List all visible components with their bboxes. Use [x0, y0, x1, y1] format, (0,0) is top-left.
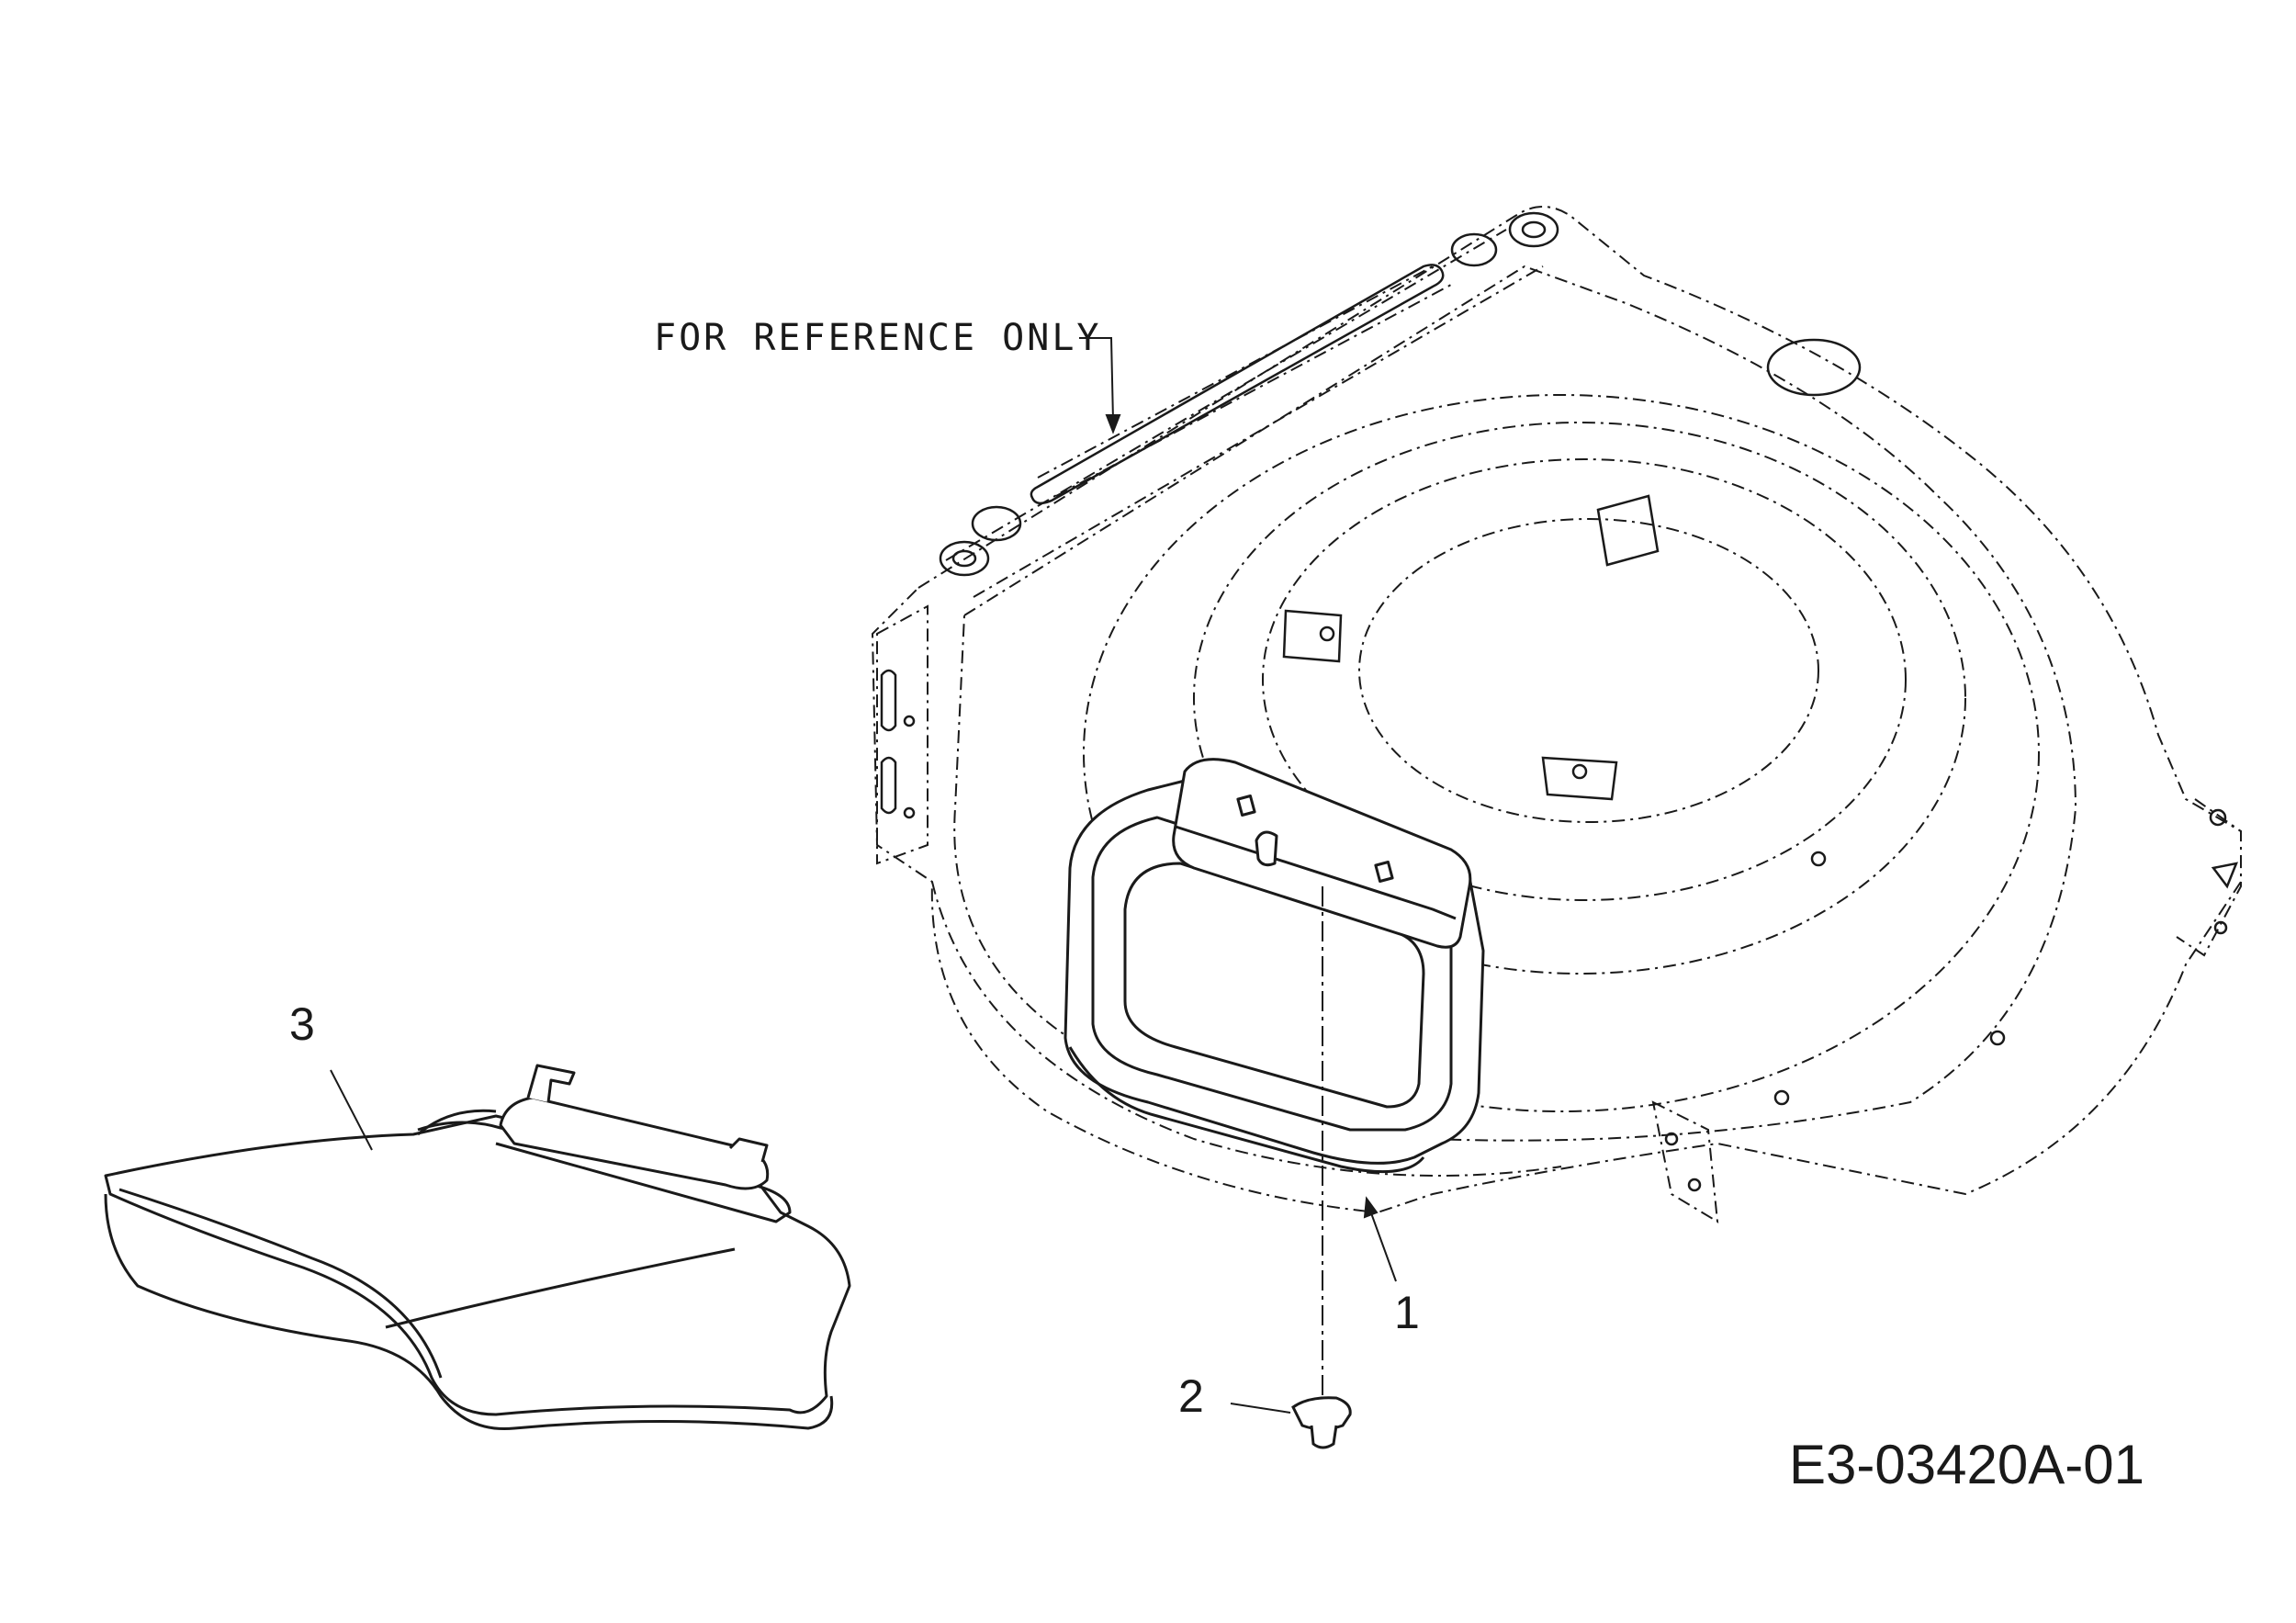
deck-right-arrow: [2213, 863, 2236, 886]
mulch-plug-opening: [1125, 863, 1424, 1107]
deck-ring-inner: [1263, 459, 1906, 900]
deck-inner-ridge: [954, 266, 2076, 1141]
deck-rear-bracket: [1653, 1102, 1717, 1222]
screw-shank: [1311, 1426, 1336, 1448]
deck-ring-middle: [1194, 423, 1965, 974]
deck-rail-slot: [1031, 265, 1443, 503]
discharge-chute-drawing: [106, 1065, 850, 1429]
mulch-plug-lip: [1070, 1047, 1424, 1172]
callout-3-leader: [331, 1070, 372, 1150]
motor-mount-ring: [1359, 519, 1818, 822]
mulch-plug-clip-1: [1238, 795, 1255, 815]
chute-fold-line: [386, 1249, 735, 1327]
mower-deck-reference: [872, 207, 2241, 1222]
motor-tab-top: [1598, 496, 1658, 565]
screw-drawing: [1293, 1398, 1350, 1448]
callout-1-leader: [1370, 1211, 1396, 1281]
deck-boss-top-1-inner: [1523, 222, 1545, 237]
leader-lines: [331, 338, 1396, 1413]
deck-ring-outer: [1084, 395, 2039, 1111]
callout-3: 3: [289, 998, 315, 1050]
reference-note-arrowhead: [1107, 415, 1120, 432]
deck-left-hole-2: [903, 806, 916, 819]
deck-rear-hole-2: [1687, 1178, 1702, 1192]
chute-rear-curve: [418, 1110, 496, 1134]
deck-boss-left-2-inner: [953, 551, 975, 566]
mulch-plug-clip-2: [1376, 862, 1392, 881]
motor-tab-bottom: [1543, 758, 1616, 799]
deck-boss-left-1: [973, 507, 1020, 540]
chute-hook-right: [730, 1139, 767, 1162]
deck-left-slot-2: [882, 758, 895, 813]
callout-1: 1: [1394, 1287, 1420, 1338]
reference-note: FOR REFERENCE ONLY: [654, 317, 1102, 359]
mulch-plug-latch: [1256, 832, 1277, 865]
screw-head: [1293, 1398, 1350, 1429]
deck-inner-hole: [1810, 851, 1827, 867]
chute-lower-edge: [106, 1194, 832, 1429]
deck-left-bracket: [877, 606, 928, 863]
mulch-plug-drawing: [1065, 760, 1483, 1172]
chute-hook-left: [528, 1065, 574, 1102]
motor-tab-left: [1284, 611, 1341, 661]
deck-left-hole-1: [903, 715, 916, 727]
deck-boss-right: [1768, 340, 1860, 395]
deck-boss-left-2: [940, 542, 988, 575]
deck-right-hole-1: [2209, 808, 2227, 827]
callout-1-arrowhead: [1365, 1199, 1377, 1217]
deck-mid-hole: [1989, 1030, 2006, 1046]
motor-tab-bottom-hole: [1571, 763, 1588, 780]
motor-tab-left-hole: [1319, 626, 1335, 642]
deck-rear-hole-1: [1664, 1132, 1679, 1146]
deck-boss-top-2: [1452, 234, 1496, 265]
deck-right-hole-2: [2213, 920, 2228, 935]
deck-boss-top-1: [1510, 213, 1558, 246]
deck-top-rail: [946, 230, 1543, 597]
drawing-code: E3-03420A-01: [1789, 1434, 2144, 1495]
deck-lower-hole: [1773, 1089, 1790, 1106]
callout-2-leader: [1231, 1403, 1290, 1413]
callout-2: 2: [1178, 1370, 1204, 1422]
reference-note-leader: [1079, 338, 1113, 421]
deck-skirt: [932, 882, 1561, 1176]
chute-side-ridge: [119, 1189, 441, 1378]
deck-left-slot-1: [882, 671, 895, 730]
deck-details: [882, 213, 2236, 1192]
chute-mount-tab: [501, 1098, 768, 1189]
deck-outer-outline: [872, 207, 2241, 1212]
